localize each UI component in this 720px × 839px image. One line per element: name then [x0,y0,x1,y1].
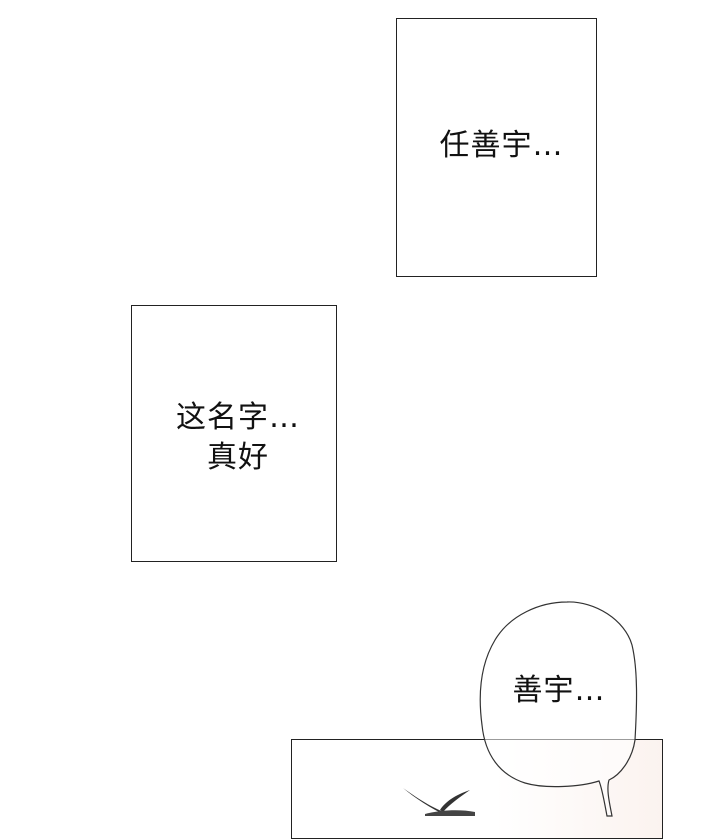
caption-line-2: 真好 [207,440,269,475]
speech-bubble-text: 善宇… [512,673,606,708]
caption-text: 任善宇… [439,128,564,163]
comic-panel-2: 这名字… 真好 [131,305,337,562]
hair-strands-illustration [403,788,475,816]
speech-bubble-shape [479,601,638,817]
caption-text: 这名字… 真好 [140,398,336,478]
caption-line-1: 这名字… [176,400,300,435]
comic-panel-1: 任善宇… [396,18,597,277]
